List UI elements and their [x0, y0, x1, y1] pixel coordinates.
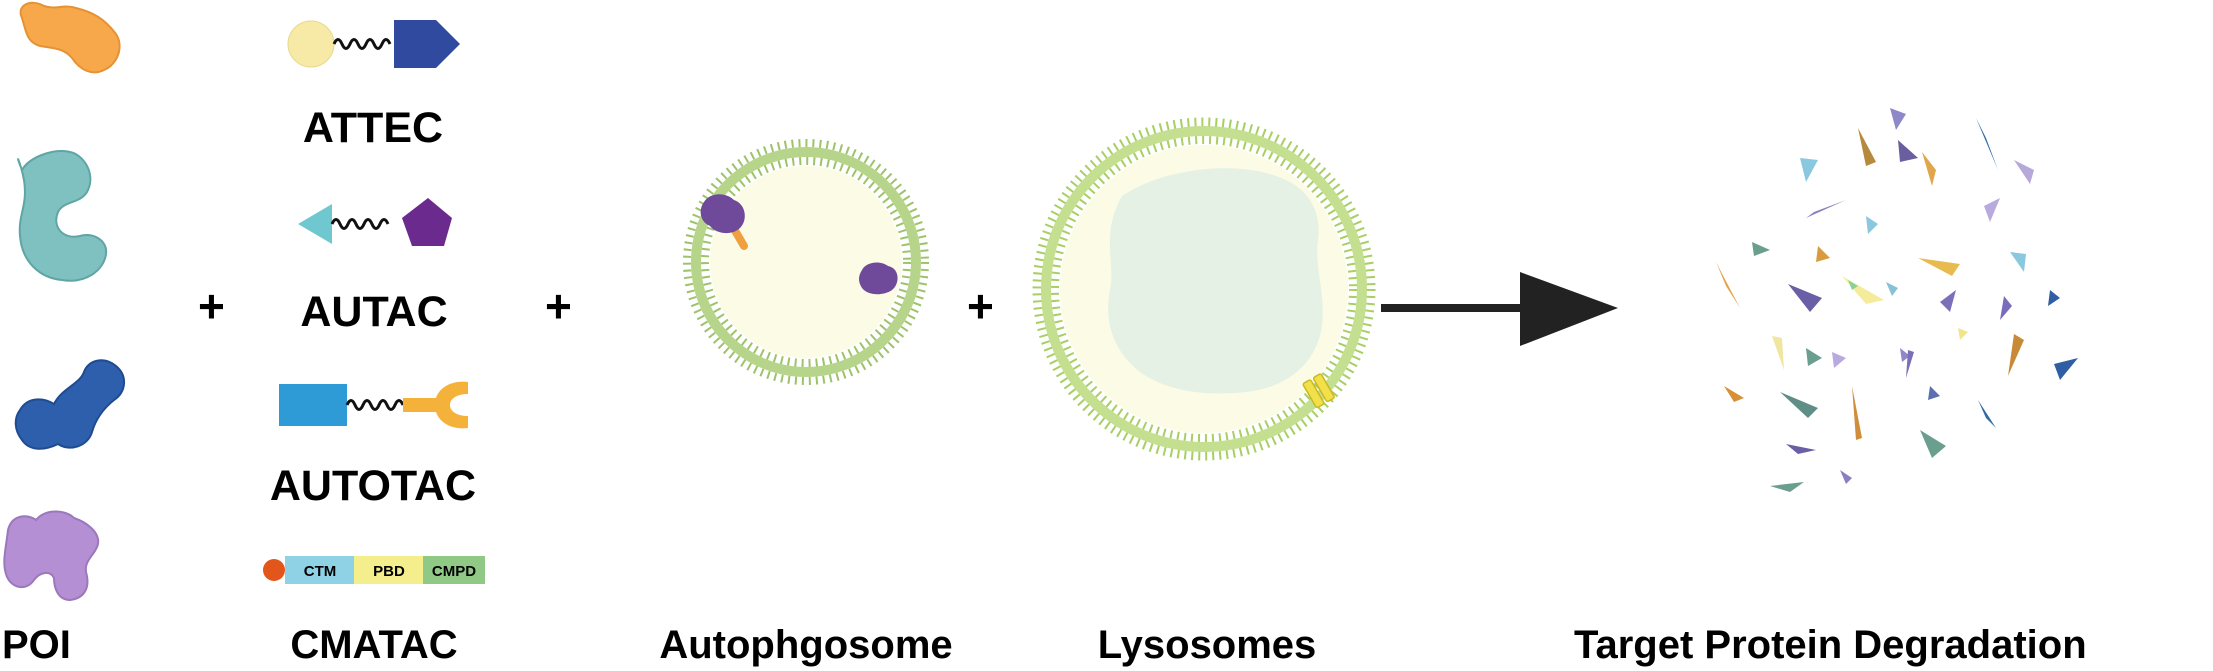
cmatac-ctm-segment: [285, 556, 354, 584]
arrow-head-icon: [1520, 272, 1618, 346]
plus-operator-2: +: [545, 280, 572, 332]
fragment: [1752, 242, 1770, 256]
fragment: [1816, 246, 1830, 262]
autotac-molecule: [279, 381, 468, 429]
lysosomes-label: Lysosomes: [1098, 623, 1317, 667]
lysosome-core: [1108, 168, 1323, 394]
cmatac-pbd-text: PBD: [373, 563, 405, 580]
fragment: [2048, 290, 2060, 306]
attec-molecule: [287, 20, 460, 68]
fragment: [2000, 296, 2012, 320]
poi-label: POI: [2, 623, 71, 667]
fragment: [1840, 470, 1852, 484]
fragment: [1716, 262, 1740, 308]
autophagosome: Autophgosome: [659, 139, 953, 667]
fragment: [1906, 350, 1914, 378]
fragment: [1800, 158, 1818, 182]
fragment: [1770, 482, 1804, 492]
autac-pentagon-icon: [402, 198, 452, 246]
fragment: [1920, 430, 1946, 458]
fragment: [1898, 140, 1918, 162]
lysosome-inner-membrane: [1051, 136, 1357, 442]
fragment: [1958, 328, 1968, 340]
attec-pentagon-icon: [394, 20, 460, 68]
fragment: [1886, 282, 1898, 296]
attec-linker-icon: [332, 38, 392, 50]
autotac-label: AUTOTAC: [270, 462, 476, 510]
fragment: [1890, 108, 1906, 130]
autac-linker-icon: [330, 218, 390, 230]
autac-label: AUTAC: [300, 288, 447, 336]
cmatac-cmpd-text: CMPD: [432, 563, 476, 580]
poi-teal-protein: [17, 150, 108, 282]
plus-operator-1: +: [198, 280, 225, 332]
cmatac-dot-icon: [263, 559, 285, 581]
degradation-label: Target Protein Degradation: [1574, 623, 2087, 667]
fragment: [1848, 280, 1858, 290]
fragment: [1984, 198, 2000, 222]
fragment: [1806, 348, 1822, 366]
fragment: [1780, 392, 1818, 418]
fragment: [1922, 152, 1936, 186]
lysosome: Lysosomes: [1032, 117, 1376, 667]
attec-ball-icon: [287, 20, 335, 68]
process-arrow: [1381, 272, 1618, 346]
fragment: [2054, 358, 2078, 380]
autophagosome-label: Autophgosome: [659, 623, 952, 667]
cmatac-molecule: CTM PBD CMPD: [263, 556, 485, 584]
fragment: [1788, 284, 1822, 312]
fragment: [1806, 200, 1846, 218]
protein-fragments: Target Protein Degradation: [1574, 108, 2087, 667]
fragment: [1866, 216, 1878, 234]
autophagosome-cargo-protein-1: [700, 194, 745, 234]
plus-operator-3: +: [967, 280, 994, 332]
autac-triangle-icon: [298, 204, 332, 244]
cmatac-label: CMATAC: [290, 623, 457, 667]
fragment: [1940, 290, 1956, 312]
lysosome-outer-membrane: [1032, 117, 1376, 461]
fragment: [2010, 252, 2026, 272]
cmatac-cmpd-segment: [423, 556, 485, 584]
lysosome-channel-icon: [1302, 373, 1335, 409]
poi-purple-protein: [3, 510, 100, 602]
fragment: [1928, 386, 1940, 400]
fragment: [1786, 444, 1816, 454]
fragment: [1832, 352, 1846, 368]
autophagosome-cargo-protein-2: [859, 262, 898, 295]
poi-orange-protein: [19, 1, 121, 74]
autophagosome-lumen: [710, 166, 902, 358]
fragment: [1976, 118, 1998, 170]
fragment: [1900, 348, 1910, 362]
poi-blue-protein: [14, 359, 125, 450]
lysosome-membrane-ring: [1041, 126, 1367, 452]
fragment: [1724, 386, 1744, 402]
cmatac-pbd-segment: [354, 556, 423, 584]
autophagosome-outer-membrane: [683, 139, 929, 385]
autotac-fork-icon: [403, 381, 468, 429]
autotac-linker-icon: [345, 399, 405, 411]
autophagosome-membrane-ring: [691, 147, 921, 377]
fragment: [2008, 334, 2024, 376]
fragment: [2014, 160, 2034, 184]
poi-column: POI: [2, 1, 125, 667]
autophagosome-inner-membrane: [701, 157, 911, 367]
autac-molecule: [298, 198, 452, 246]
fragment: [1852, 386, 1862, 440]
fragment: [1918, 258, 1960, 276]
chimera-column: ATTEC AUTAC AUTOTAC CTM PBD CMPD CMATAC: [263, 20, 485, 667]
fragment: [1978, 400, 1996, 428]
fragment: [1858, 128, 1876, 166]
cmatac-ctm-text: CTM: [304, 563, 337, 580]
attec-label: ATTEC: [303, 104, 443, 152]
fragment: [1772, 336, 1784, 370]
autotac-rect-icon: [279, 384, 347, 426]
